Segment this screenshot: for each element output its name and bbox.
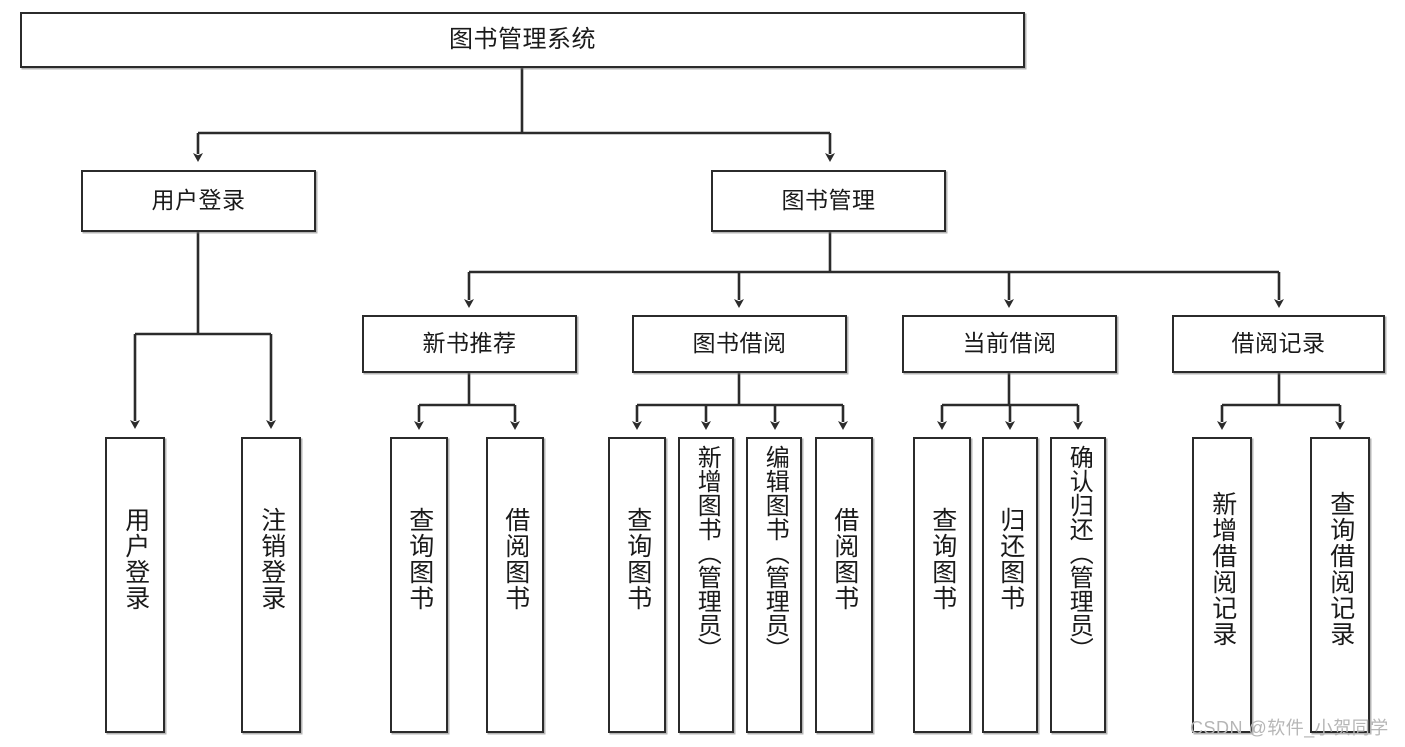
- node-new-book-recommend[interactable]: 新书推荐: [362, 315, 577, 373]
- node-leaf-add-book[interactable]: 新增图书（管理员）: [678, 437, 734, 733]
- node-leaf-borrow-book-1-label: 借阅图书: [501, 507, 530, 611]
- node-leaf-logout-login-label: 注销登录: [257, 507, 286, 611]
- node-leaf-borrow-book-2-label: 借阅图书: [830, 507, 859, 611]
- node-leaf-confirm-return[interactable]: 确认归还（管理员）: [1050, 437, 1106, 733]
- node-leaf-add-record-label: 新增借阅记录: [1208, 491, 1237, 647]
- watermark: CSDN @软件_小贺同学: [1190, 718, 1389, 738]
- node-leaf-return-book[interactable]: 归还图书: [982, 437, 1038, 733]
- node-book-manage[interactable]: 图书管理: [711, 170, 946, 232]
- node-borrow-record[interactable]: 借阅记录: [1172, 315, 1385, 373]
- node-leaf-confirm-return-label: 确认归还（管理员）: [1065, 445, 1093, 661]
- node-leaf-add-book-label: 新增图书（管理员）: [693, 445, 721, 661]
- node-leaf-logout-login[interactable]: 注销登录: [241, 437, 301, 733]
- node-leaf-edit-book[interactable]: 编辑图书（管理员）: [746, 437, 802, 733]
- node-borrow-record-label: 借阅记录: [1231, 330, 1326, 357]
- node-leaf-user-login[interactable]: 用户登录: [105, 437, 165, 733]
- node-user-login-label: 用户登录: [151, 187, 246, 214]
- node-current-borrow-label: 当前借阅: [962, 330, 1057, 357]
- node-root[interactable]: 图书管理系统: [20, 12, 1025, 68]
- node-leaf-query-book-1-label: 查询图书: [405, 507, 434, 611]
- node-leaf-query-book-2-label: 查询图书: [623, 507, 652, 611]
- node-leaf-return-book-label: 归还图书: [996, 507, 1025, 611]
- node-book-borrow[interactable]: 图书借阅: [632, 315, 847, 373]
- node-leaf-query-book-3-label: 查询图书: [928, 507, 957, 611]
- node-current-borrow[interactable]: 当前借阅: [902, 315, 1117, 373]
- node-new-book-recommend-label: 新书推荐: [422, 330, 517, 357]
- node-leaf-add-record[interactable]: 新增借阅记录: [1192, 437, 1252, 733]
- node-leaf-query-book-1[interactable]: 查询图书: [390, 437, 448, 733]
- node-root-label: 图书管理系统: [449, 25, 596, 53]
- node-leaf-query-record[interactable]: 查询借阅记录: [1310, 437, 1370, 733]
- node-leaf-borrow-book-2[interactable]: 借阅图书: [815, 437, 873, 733]
- node-book-borrow-label: 图书借阅: [692, 330, 787, 357]
- node-leaf-edit-book-label: 编辑图书（管理员）: [761, 445, 789, 661]
- node-leaf-borrow-book-1[interactable]: 借阅图书: [486, 437, 544, 733]
- node-user-login[interactable]: 用户登录: [81, 170, 316, 232]
- node-leaf-user-login-label: 用户登录: [121, 507, 150, 611]
- node-leaf-query-book-2[interactable]: 查询图书: [608, 437, 666, 733]
- node-book-manage-label: 图书管理: [781, 187, 876, 214]
- node-leaf-query-book-3[interactable]: 查询图书: [913, 437, 971, 733]
- node-leaf-query-record-label: 查询借阅记录: [1326, 491, 1355, 647]
